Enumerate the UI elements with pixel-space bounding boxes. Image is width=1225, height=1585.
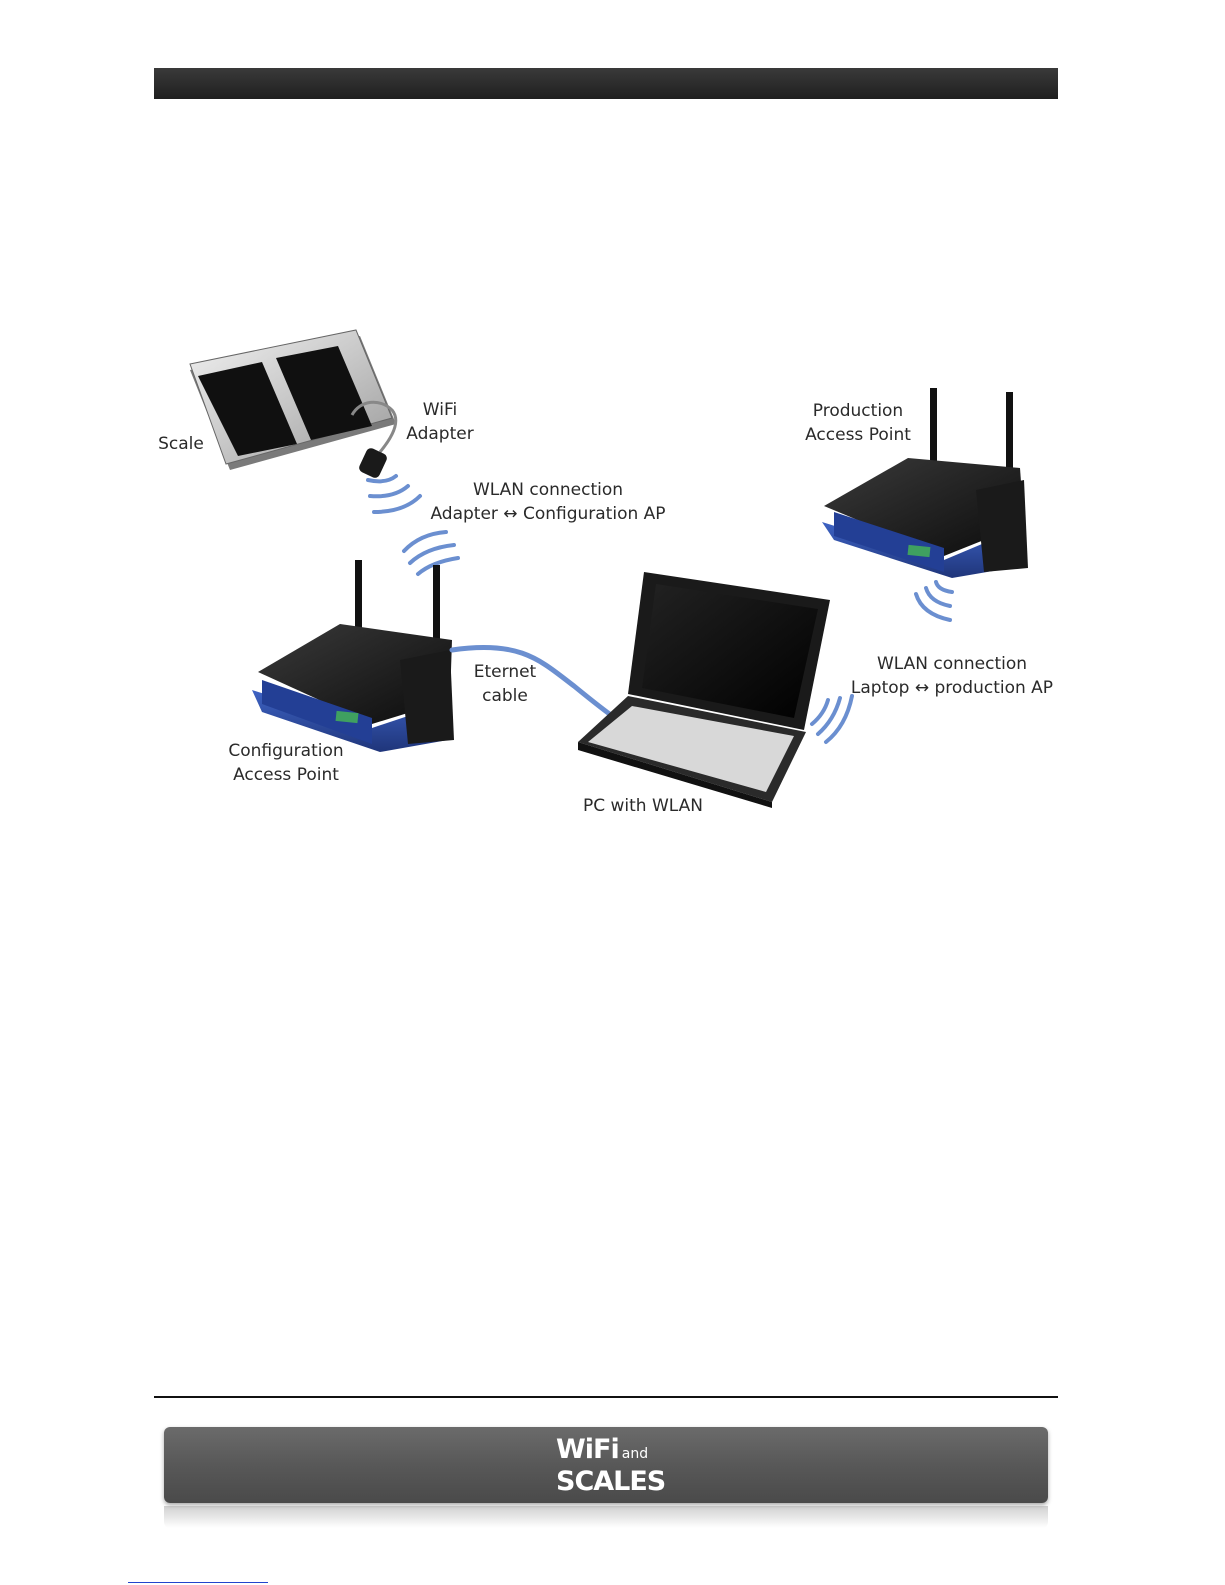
logo-word-scales: SCALES [556, 1468, 676, 1496]
label-ethernet-cable: Eternet cable [466, 660, 544, 708]
logo-word-wifi: WiFi [556, 1434, 619, 1465]
signal-waves-config-ap [404, 532, 458, 574]
label-configuration-ap: Configuration Access Point [218, 739, 354, 787]
signal-waves-production-ap [916, 582, 952, 620]
label-wlan-config: WLAN connection Adapter ↔ Configuration … [416, 478, 680, 526]
configuration-router [252, 560, 454, 752]
scale-device [190, 330, 396, 470]
logo-word-and: and [622, 1446, 648, 1462]
label-production-ap: Production Access Point [796, 399, 920, 447]
laptop [578, 572, 830, 808]
bottom-link-underline [128, 1582, 268, 1583]
footer-rule [154, 1396, 1058, 1398]
antenna-icon [930, 388, 937, 472]
signal-waves-adapter [368, 476, 420, 512]
footer-reflection [164, 1506, 1048, 1528]
label-wifi-adapter: WiFi Adapter [388, 398, 492, 446]
antenna-icon [433, 565, 440, 647]
signal-waves-laptop [812, 696, 852, 742]
antenna-icon [1006, 392, 1013, 480]
label-scale: Scale [148, 432, 214, 456]
label-pc-with-wlan: PC with WLAN [574, 794, 712, 818]
antenna-icon [355, 560, 362, 636]
label-wlan-production: WLAN connection Laptop ↔ production AP [840, 652, 1064, 700]
